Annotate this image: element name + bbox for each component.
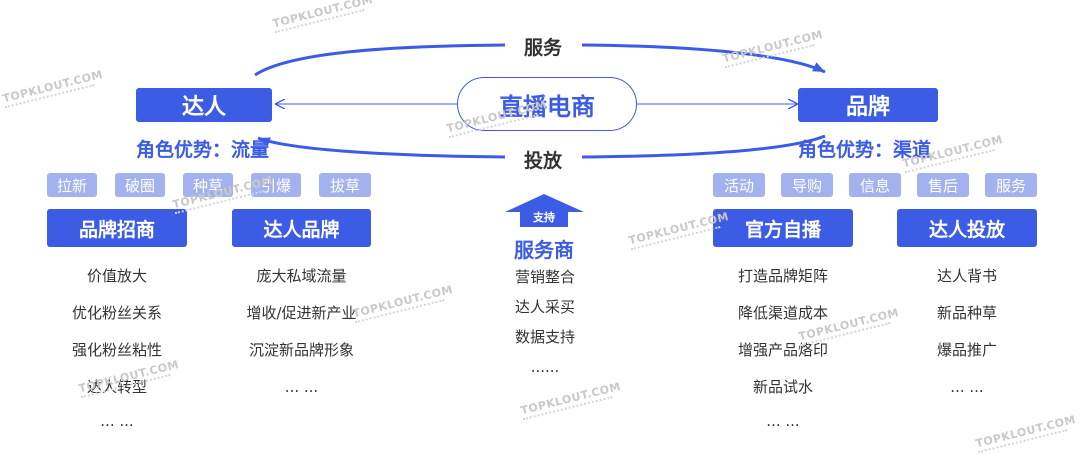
list-item: ...... <box>530 358 560 376</box>
service-provider-list: 营销整合 达人采买 数据支持 ...... <box>490 262 600 382</box>
list-item: 营销整合 <box>514 268 575 286</box>
placement-label: 投放 <box>512 146 575 173</box>
list-item: 沉淀新品牌形象 <box>248 341 354 359</box>
list-item: 优化粉丝关系 <box>71 304 162 322</box>
support-label: 支持 <box>533 211 555 224</box>
brand-tag: 导购 <box>781 173 833 197</box>
list-item: ... ... <box>100 412 134 430</box>
brand-node: 品牌 <box>798 88 938 122</box>
list-item: 打造品牌矩阵 <box>737 267 828 285</box>
list-item: 增收/促进新产业 <box>246 304 357 322</box>
list-item: 新品试水 <box>752 378 813 396</box>
brand-tag: 信息 <box>849 173 901 197</box>
list-item: 数据支持 <box>514 328 575 346</box>
talent-placement-node: 达人投放 <box>897 209 1037 247</box>
talent-placement-list: 达人背书 新品种草 爆品推广 ... ... <box>897 258 1037 406</box>
placement-arc-left <box>257 136 506 159</box>
talent-advantage: 角色优势：流量 <box>136 139 270 161</box>
list-item: 降低渠道成本 <box>737 304 828 322</box>
official-self-broadcast-list: 打造品牌矩阵 降低渠道成本 增强产品烙印 新品试水 ... ... <box>713 258 853 436</box>
service-label: 服务 <box>512 33 575 60</box>
service-arc <box>254 43 506 77</box>
list-item: 庞大私域流量 <box>256 267 347 285</box>
support-arrow-icon <box>505 194 584 227</box>
brand-recruitment-list: 价值放大 优化粉丝关系 强化粉丝粘性 达人转型 ... ... <box>47 258 187 436</box>
talent-brand-list: 庞大私域流量 增收/促进新产业 沉淀新品牌形象 ... ... <box>232 258 371 406</box>
brand-tag: 服务 <box>985 173 1037 197</box>
list-item: 爆品推广 <box>936 341 997 359</box>
list-item: 价值放大 <box>86 267 147 285</box>
brand-tag: 售后 <box>917 173 969 197</box>
talent-tag: 拉新 <box>47 173 97 197</box>
list-item: ... ... <box>766 412 800 430</box>
list-item: ... ... <box>950 378 984 396</box>
talent-tag: 破圈 <box>115 173 165 197</box>
service-provider-title: 服务商 <box>514 238 574 262</box>
list-item: ... ... <box>284 378 319 396</box>
list-item: 达人背书 <box>936 267 997 285</box>
talent-brand-node: 达人品牌 <box>232 209 371 247</box>
talent-tag: 拔草 <box>319 173 371 197</box>
brand-recruitment-node: 品牌招商 <box>47 209 187 247</box>
talent-node: 达人 <box>136 88 272 122</box>
official-self-broadcast-node: 官方自播 <box>713 209 853 247</box>
placement-arc-right <box>581 134 826 159</box>
brand-tag: 活动 <box>713 173 765 197</box>
list-item: 新品种草 <box>936 304 997 322</box>
brand-advantage: 角色优势：渠道 <box>798 139 932 161</box>
list-item: 强化粉丝粘性 <box>71 341 162 359</box>
list-item: 达人采买 <box>514 298 575 316</box>
